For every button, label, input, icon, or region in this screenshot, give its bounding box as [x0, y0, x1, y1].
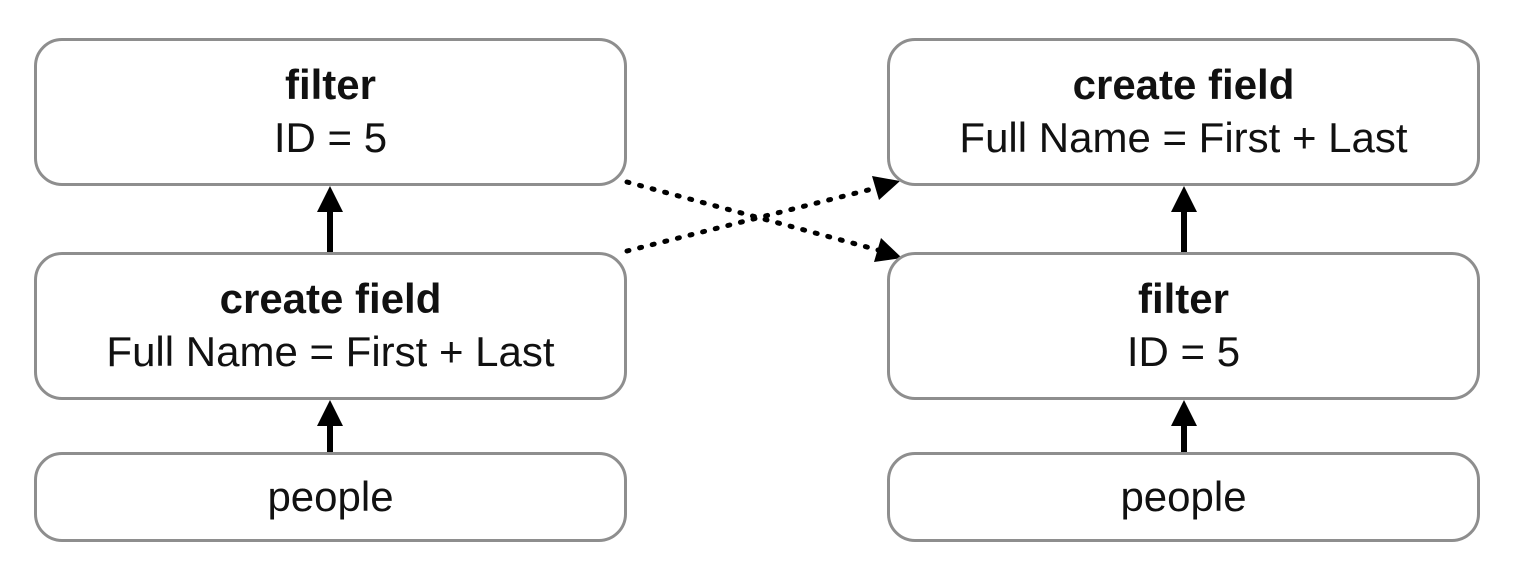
- node-expression: ID = 5: [273, 114, 388, 161]
- node-right-people-source: people: [887, 452, 1480, 542]
- node-title: create field: [219, 275, 442, 322]
- node-left-people-source: people: [34, 452, 627, 542]
- edge-left-middle-to-top: [317, 186, 343, 252]
- node-source-label: people: [1120, 473, 1247, 520]
- node-source-label: people: [267, 473, 394, 520]
- edge-right-bottom-to-middle: [1171, 400, 1197, 452]
- node-expression: Full Name = First + Last: [959, 114, 1408, 161]
- node-title: filter: [1137, 275, 1229, 322]
- edge-right-middle-to-top: [1171, 186, 1197, 252]
- node-expression: ID = 5: [1126, 328, 1241, 375]
- node-right-filter: filter ID = 5: [887, 252, 1480, 400]
- node-title: create field: [1072, 61, 1295, 108]
- edge-left-middle-to-right-top: [624, 176, 900, 254]
- edge-left-top-to-right-middle: [624, 179, 902, 262]
- node-title: filter: [284, 61, 376, 108]
- node-right-create-field: create field Full Name = First + Last: [887, 38, 1480, 186]
- node-expression: Full Name = First + Last: [106, 328, 555, 375]
- node-left-create-field: create field Full Name = First + Last: [34, 252, 627, 400]
- node-left-filter: filter ID = 5: [34, 38, 627, 186]
- edge-left-bottom-to-middle: [317, 400, 343, 452]
